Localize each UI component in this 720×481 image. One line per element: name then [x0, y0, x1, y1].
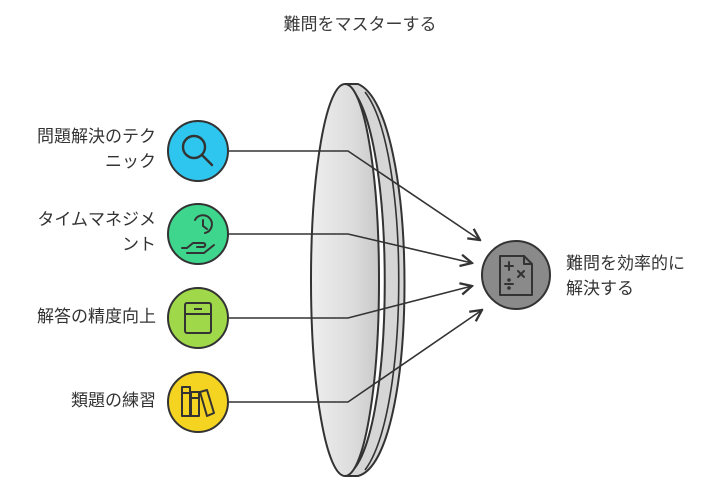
- cabinet-icon: [184, 302, 212, 334]
- lens: [310, 83, 406, 477]
- node-circle-3: [167, 287, 229, 349]
- math-document-icon: [499, 255, 533, 296]
- connectors: [229, 150, 482, 403]
- node-practice: [167, 371, 229, 433]
- node-problem-solving: [167, 120, 229, 182]
- input-label-3-line1: 解答の精度向上: [37, 307, 156, 327]
- connector-4: [229, 310, 482, 403]
- connector-1: [229, 150, 480, 240]
- node-time-management: [167, 203, 229, 265]
- output-label-line1: 難問を効率的に: [566, 254, 685, 274]
- clock-hand-icon: [181, 214, 215, 254]
- input-label-2-line1: タイムマネジメ: [37, 210, 156, 230]
- lens-edge-line: [364, 91, 400, 471]
- diagram-title: 難問をマスターする: [283, 15, 437, 35]
- input-label-2: タイムマネジメ ント: [6, 208, 156, 258]
- input-label-2-line2: ント: [122, 235, 156, 255]
- output-label: 難問を効率的に 解決する: [566, 252, 720, 302]
- node-circle-result: [481, 240, 551, 310]
- lens-face: [310, 83, 380, 477]
- output-label-line2: 解決する: [566, 279, 634, 299]
- input-label-1: 問題解決のテク ニック: [6, 125, 156, 175]
- magnifier-icon: [181, 134, 214, 167]
- input-label-4: 類題の練習: [6, 389, 156, 414]
- input-label-1-line1: 問題解決のテク: [37, 127, 156, 147]
- input-label-4-line1: 類題の練習: [71, 391, 156, 411]
- input-label-3: 解答の精度向上: [6, 305, 156, 330]
- input-label-1-line2: ニック: [105, 152, 156, 172]
- connector-3: [229, 286, 472, 319]
- books-icon: [181, 386, 215, 417]
- connector-2: [229, 233, 472, 263]
- node-result: [481, 240, 551, 310]
- node-circle-2: [167, 203, 229, 265]
- node-circle-1: [167, 120, 229, 182]
- node-answer-accuracy: [167, 287, 229, 349]
